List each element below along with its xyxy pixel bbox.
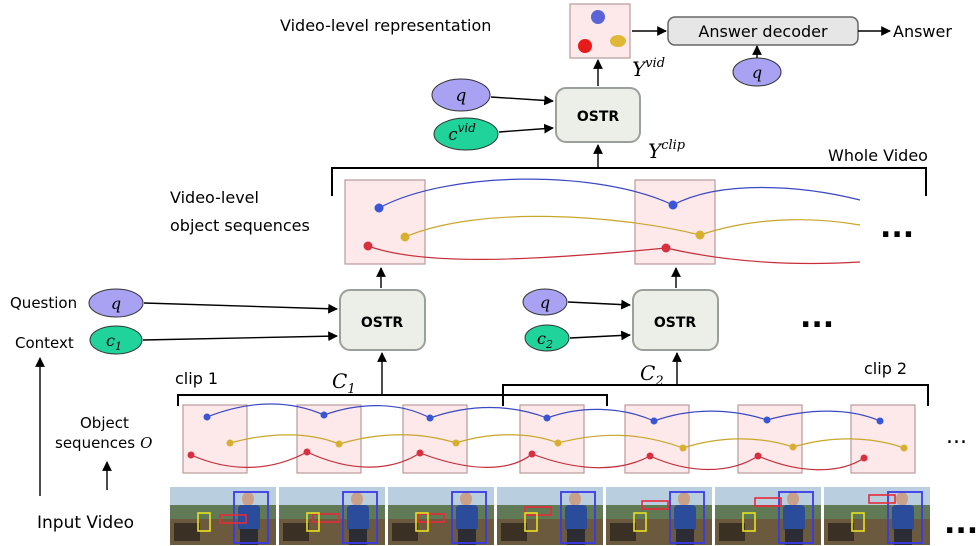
ostr-clip2-label: OSTR: [654, 315, 697, 331]
svg-text:c1: c1: [106, 331, 122, 353]
top-question-node: q: [431, 78, 491, 112]
video-frame-7: [824, 487, 930, 545]
video-level-trajectory-yellow: [404, 215, 861, 238]
arrow-c1-to-ostr1: [142, 331, 338, 342]
video-frame-5: [606, 487, 712, 545]
answer-label: Answer: [893, 22, 952, 41]
video-frame-6: [715, 487, 821, 545]
ostr-module-clip1: OSTR: [339, 289, 426, 351]
arrow-c2-to-ostr2: [569, 330, 631, 341]
ostr-module-top: OSTR: [555, 87, 641, 143]
clip2-context-node: c2: [524, 324, 570, 352]
arrow-cvid-to-top-ostr: [498, 123, 554, 134]
object-sequence-frames: [182, 404, 916, 474]
video-frame-1: [170, 487, 276, 545]
ellipsis-object-sequences: ...: [946, 424, 967, 449]
clip1-context-node: c1: [89, 325, 143, 355]
whole-video-bracket: [331, 167, 927, 196]
c1-clip-symbol: C1: [332, 369, 356, 397]
video-level-representation-label: Video-level representation: [280, 16, 491, 35]
vl-dot-red-1: [363, 241, 373, 251]
input-video-frames: [170, 487, 930, 545]
arrow-q-to-top-ostr: [490, 95, 554, 106]
c2-clip-symbol: C2: [640, 361, 664, 389]
ostr-clip1-label: OSTR: [361, 315, 404, 331]
clip1-label: clip 1: [175, 369, 218, 388]
decoder-question-node: q: [732, 57, 782, 87]
vl-dot-blue-2: [668, 200, 678, 210]
video-level-object-sequences-label-1: Video-level: [170, 188, 259, 207]
video-level-trajectory-blue: [378, 178, 861, 209]
ostr-module-clip2: OSTR: [632, 289, 719, 351]
clip2-bracket: [502, 384, 929, 406]
clip-trajectory-dots: [187, 411, 908, 462]
top-context-node: cvid: [433, 117, 499, 151]
video-level-frame-1: [344, 179, 426, 265]
clip1-question-node: q: [88, 288, 144, 318]
object-frame-3: [402, 404, 468, 474]
y-clip-symbol: Yclip: [648, 138, 686, 163]
clip2-question-node: q: [522, 288, 568, 316]
input-video-label: Input Video: [37, 513, 134, 533]
y-vid-symbol: Yvid: [632, 56, 665, 81]
video-frame-2: [279, 487, 385, 545]
svg-text:q: q: [111, 294, 121, 313]
svg-text:q: q: [456, 86, 467, 106]
clip1-bracket: [177, 394, 608, 406]
vl-dot-yellow-2: [695, 230, 705, 240]
clip2-label: clip 2: [864, 359, 907, 378]
video-level-object-sequences-label-2: object sequences: [170, 216, 310, 235]
svg-text:cvid: cvid: [448, 121, 476, 145]
ostr-top-label: OSTR: [577, 109, 620, 125]
video-frame-4: [497, 487, 603, 545]
object-sequences-label-1: Object: [80, 414, 129, 432]
ellipsis-video-level: ...: [880, 210, 914, 245]
arrow-q-to-ostr2: [567, 299, 631, 310]
svg-text:q: q: [752, 63, 762, 82]
video-level-frame-2: [634, 179, 716, 265]
video-level-representation-box: [569, 3, 631, 59]
answer-decoder-box: Answer decoder: [667, 16, 859, 46]
svg-text:c2: c2: [537, 329, 553, 351]
arrow-q-to-ostr1: [143, 302, 338, 314]
video-level-trajectory-red: [367, 245, 861, 265]
object-frame-2: [296, 404, 362, 474]
vl-dot-blue-1: [374, 203, 384, 213]
vl-dot-red-2: [661, 243, 671, 253]
context-label: Context: [15, 334, 74, 352]
object-frame-1: [182, 404, 248, 474]
whole-video-label: Whole Video: [828, 146, 928, 165]
answer-decoder-label: Answer decoder: [698, 22, 828, 41]
vl-dot-yellow-1: [400, 232, 410, 242]
ellipsis-input-video: ...: [944, 506, 978, 541]
svg-text:q: q: [540, 293, 550, 312]
video-frame-3: [388, 487, 494, 545]
ellipsis-clip-modules: ...: [800, 300, 834, 335]
question-label: Question: [10, 294, 77, 312]
